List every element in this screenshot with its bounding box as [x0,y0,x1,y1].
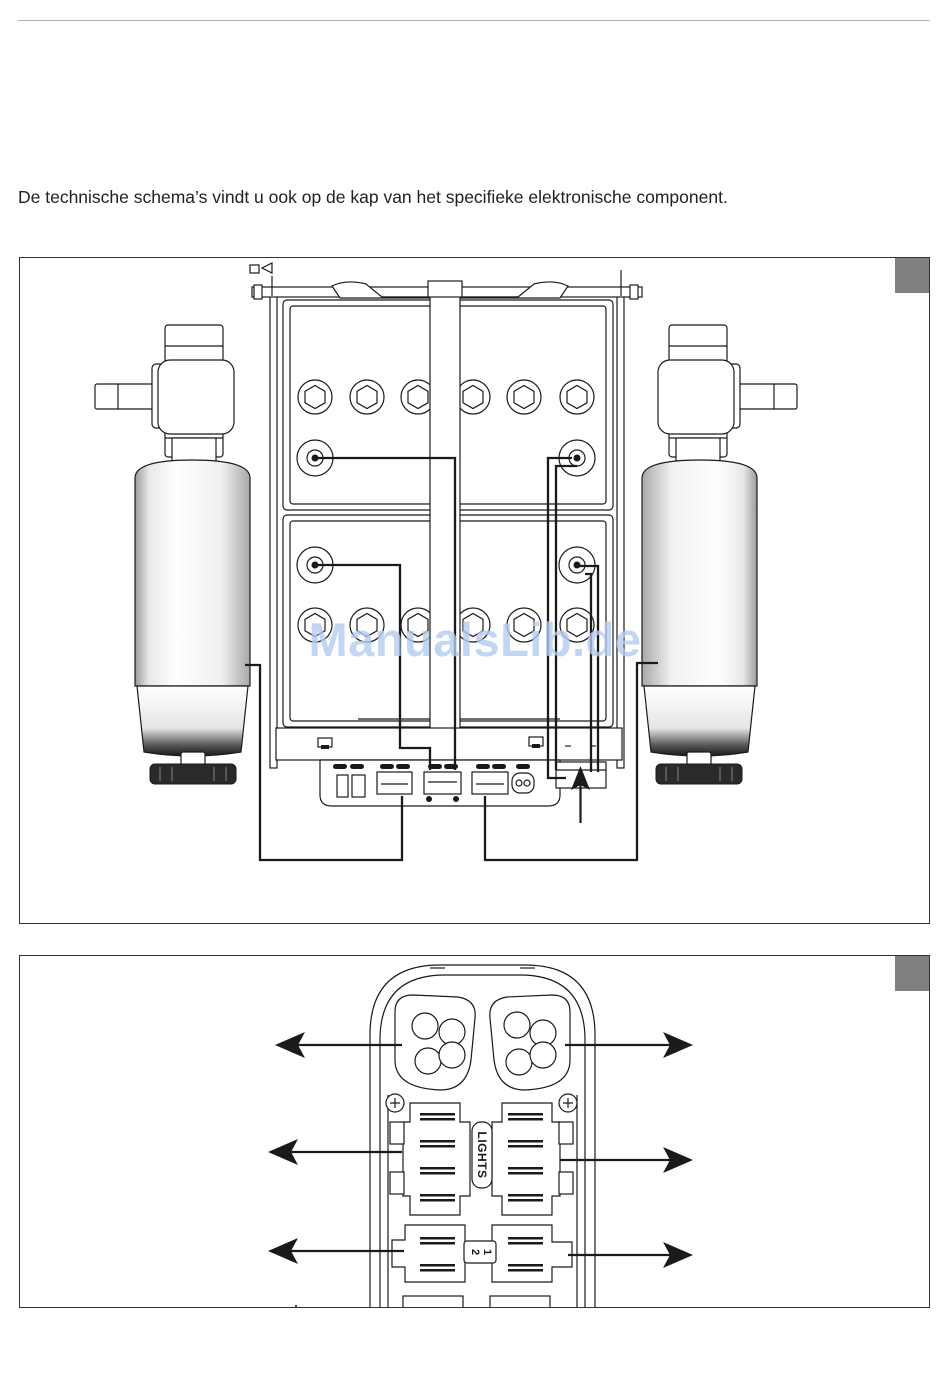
intro-paragraph: De technische schema’s vindt u ook op de… [18,187,918,208]
lights-label: LIGHTS [475,1132,489,1179]
connector-battery [424,772,461,794]
vent-cap [560,380,594,414]
figure-2-tab [895,956,929,991]
vent-cap [507,380,541,414]
watermark: ManualsLib.de [260,612,690,667]
connector-motor-right [472,772,508,794]
screw-right [559,1094,577,1112]
connector-charger [337,775,348,797]
figure-1-tab [895,258,929,293]
connector-joystick [512,773,534,793]
motor-shaft [95,384,155,409]
frame-rail-left [270,296,277,768]
figure-battery-wiring [20,258,930,924]
warning-triangle-icon [262,263,272,273]
socket-left [395,995,475,1090]
vent-cap [298,380,332,414]
vent-cap [350,380,384,414]
port-label-1: 1 [481,1249,493,1255]
screw-left [386,1094,404,1112]
frame-rail-right [617,296,624,768]
motor-cylinder [135,460,250,686]
figure-joystick-connectors: LIGHTS 1 2 [20,956,930,1321]
joystick-underside: LIGHTS 1 2 [370,965,595,1320]
frame-label-icon [250,265,259,273]
drive-motor-left [95,325,250,784]
stray-mark [295,1305,297,1307]
motor-end-cap [137,686,248,756]
vent-cap [456,380,490,414]
controller-module [276,728,622,806]
motor-brake-wheel [150,764,236,784]
drive-motor-right [642,325,797,784]
connector-motor-left [377,772,412,794]
socket-right [490,995,570,1090]
connector-led-row [333,764,530,769]
port-label-2: 2 [469,1249,481,1255]
